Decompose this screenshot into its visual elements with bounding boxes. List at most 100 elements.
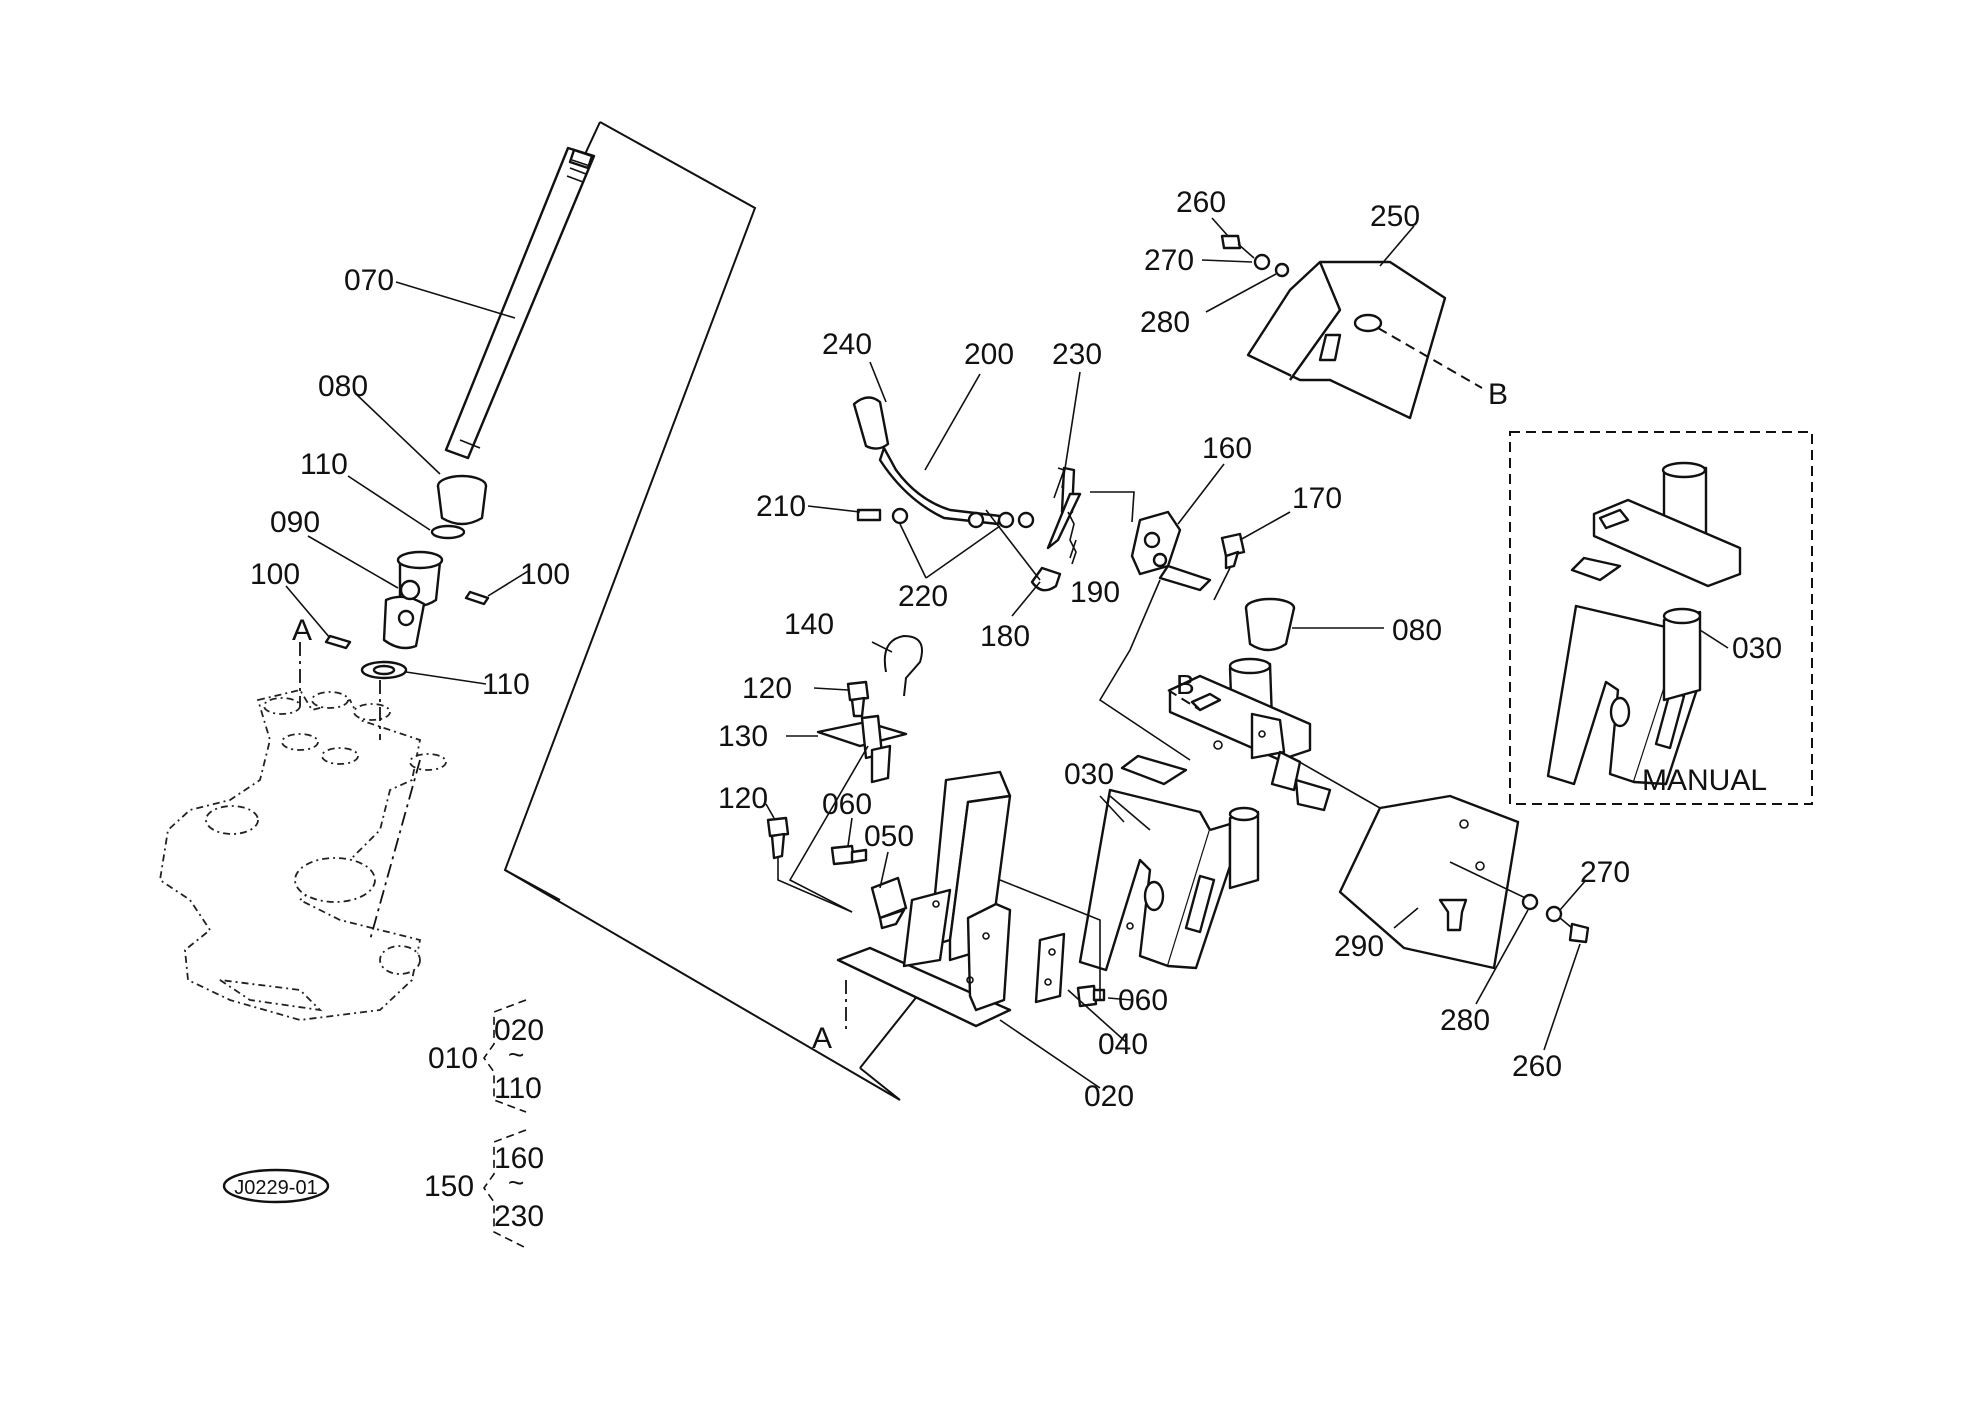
leader-140 xyxy=(871,641,893,653)
leader-270-top xyxy=(1201,259,1253,263)
ref-line-b-mid xyxy=(1167,689,1201,711)
callout-170: 170 xyxy=(1292,482,1342,515)
leader-100-left xyxy=(285,585,331,639)
bolt-washer-set-top xyxy=(1220,234,1290,278)
callout-120-top: 120 xyxy=(742,672,792,705)
ref-a-top: A xyxy=(292,614,312,647)
callout-230: 230 xyxy=(1052,338,1102,371)
callout-210: 210 xyxy=(756,490,806,523)
leader-090 xyxy=(307,535,399,589)
boundary-edge xyxy=(504,869,561,901)
callout-070: 070 xyxy=(344,264,394,297)
support-050 xyxy=(870,876,908,930)
leader-220a xyxy=(899,523,927,579)
callout-190: 190 xyxy=(1070,576,1120,609)
universal-joint xyxy=(324,550,490,680)
callout-030-manual: 030 xyxy=(1732,632,1782,665)
steering-gearbox-phantom xyxy=(159,680,447,1021)
hook-140 xyxy=(883,634,923,697)
callout-180: 180 xyxy=(980,620,1030,653)
leader-030-manual xyxy=(1699,629,1729,649)
callout-290: 290 xyxy=(1334,930,1384,963)
link-line xyxy=(985,509,1041,581)
callout-040: 040 xyxy=(1098,1028,1148,1061)
callout-250: 250 xyxy=(1370,200,1420,233)
callout-030-mid: 030 xyxy=(1064,758,1114,791)
leader-180 xyxy=(1011,581,1041,617)
column-bracket xyxy=(1078,657,1332,972)
callout-100-left: 100 xyxy=(250,558,300,591)
leader-030-mid xyxy=(1099,795,1125,823)
column-cover-lower xyxy=(1338,794,1539,970)
column-bushing-right xyxy=(1244,597,1296,652)
leader-070 xyxy=(395,281,516,319)
callout-110-bottom: 110 xyxy=(482,668,530,701)
bolt-120-top xyxy=(846,680,870,718)
callout-220: 220 xyxy=(898,580,948,613)
callout-280-bottom: 280 xyxy=(1440,1004,1490,1037)
bolt-washer-set-bottom xyxy=(1521,893,1590,944)
leader-170 xyxy=(1239,511,1291,541)
callout-080-left: 080 xyxy=(318,370,368,403)
bolt-170 xyxy=(1220,532,1246,570)
leader-210 xyxy=(807,505,861,513)
group-range-tilde: ~ xyxy=(508,1167,524,1198)
leader-190 xyxy=(1069,539,1077,559)
group-from-160: 160 xyxy=(494,1142,544,1175)
link-line xyxy=(999,879,1101,1000)
link-line xyxy=(1090,491,1135,523)
bolt-120-bottom xyxy=(766,816,790,860)
leader-290 xyxy=(1393,907,1419,929)
callout-240: 240 xyxy=(822,328,872,361)
leader-220b xyxy=(925,525,1001,579)
group-to-230: 230 xyxy=(494,1200,544,1233)
leader-110-top xyxy=(347,475,431,531)
link-line xyxy=(788,745,869,913)
callout-120-bottom: 120 xyxy=(718,782,768,815)
group-to-110: 110 xyxy=(494,1072,542,1105)
callout-200: 200 xyxy=(964,338,1014,371)
assembly-boundary-outline xyxy=(503,121,901,1101)
ref-b-top: B xyxy=(1488,378,1508,411)
diagram-code-badge: J0229-01 xyxy=(222,1168,330,1204)
steering-shaft xyxy=(444,146,596,460)
leader-120-bottom xyxy=(765,803,775,819)
leader-040 xyxy=(1067,989,1127,1043)
column-bushing xyxy=(430,474,488,540)
callout-280-top: 280 xyxy=(1140,306,1190,339)
column-bracket-manual xyxy=(1546,461,1742,786)
callout-060-left: 060 xyxy=(822,788,872,821)
callout-270-bottom: 270 xyxy=(1580,856,1630,889)
leader-160 xyxy=(1177,463,1225,525)
plate-130 xyxy=(816,714,908,784)
leader-020 xyxy=(999,1019,1101,1089)
leader-080-left xyxy=(355,393,441,475)
leader-240 xyxy=(869,361,887,403)
callout-160: 160 xyxy=(1202,432,1252,465)
callout-050: 050 xyxy=(864,820,914,853)
leader-230 xyxy=(1061,371,1081,489)
callout-060-right: 060 xyxy=(1118,984,1168,1017)
ref-a-bottom: A xyxy=(812,1022,832,1055)
leader-030-mid-b xyxy=(1109,795,1151,831)
base-bracket xyxy=(836,770,1012,1028)
leader-100-right xyxy=(487,569,531,597)
ref-b-mid: B xyxy=(1176,669,1195,700)
leader-260-bottom xyxy=(1543,943,1581,1051)
link-line xyxy=(1098,579,1191,761)
leader-260-top xyxy=(1211,217,1229,237)
bracket-040 xyxy=(1034,932,1066,1004)
manual-variant-box xyxy=(1509,431,1813,805)
leader-270-bottom xyxy=(1559,879,1587,911)
group-parent-150: 150 xyxy=(424,1170,474,1203)
callout-260-bottom: 260 xyxy=(1512,1050,1562,1083)
lever-linkage xyxy=(852,396,1082,592)
leader-280-bottom xyxy=(1475,909,1529,1005)
bracket-160 xyxy=(1130,510,1212,592)
leader-060-left xyxy=(847,817,853,847)
callout-020: 020 xyxy=(1084,1080,1134,1113)
callout-140: 140 xyxy=(784,608,834,641)
leader-250 xyxy=(1379,225,1415,267)
callout-090: 090 xyxy=(270,506,320,539)
